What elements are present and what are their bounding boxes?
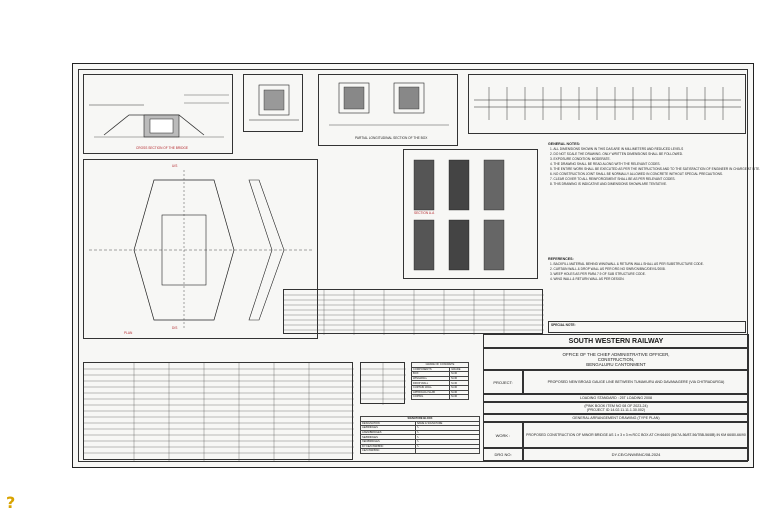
project-label: PROJECT:	[483, 370, 523, 394]
plan-caption: PLAN	[124, 331, 133, 335]
plan-panel: U/S D/S PLAN	[83, 159, 318, 339]
cross-section-caption: CROSS SECTION OF THE BRIDGE	[136, 146, 189, 150]
sections-panel: SECTION A-A	[403, 149, 538, 279]
us-label: U/S	[172, 164, 178, 168]
drawing-border	[78, 69, 748, 462]
references: REFERENCES: 1. BACKFILL MATERIAL BEHIND …	[548, 257, 748, 297]
detail-drawing-1	[249, 84, 299, 121]
work-label: WORK :	[483, 422, 523, 448]
work-text: PROPOSED CONSTRUCTION OF MINOR BRIDGE AS…	[523, 422, 749, 448]
office-line-2: CONSTRUCTION,	[597, 356, 635, 362]
note-1: 1. ALL DIMENSIONS SHOWN IN THIS DAS ARE …	[550, 147, 684, 151]
drawing-sheet: CROSS SECTION OF THE BRIDGE PARTIAL LONG…	[72, 63, 760, 468]
grade-cell: M-30	[449, 394, 469, 400]
levels-table	[83, 362, 354, 461]
cross-section-drawing	[89, 94, 229, 138]
office-line-3: BENGALURU CANTONMENT	[586, 361, 646, 367]
reference-1: 1. BACKFILL MATERIAL BEHIND WINGWALL & R…	[550, 262, 704, 266]
plan-drawing	[89, 170, 314, 330]
cross-section-panel: CROSS SECTION OF THE BRIDGE	[83, 74, 233, 154]
office-title: OFFICE OF THE CHIEF ADMINISTRATIVE OFFIC…	[483, 348, 749, 370]
pink-book: (PINK BOOK ITEM NO 08 OF 2023-24) (PROJE…	[483, 402, 749, 414]
detail-panel-2: PARTIAL LONGITUDINAL SECTION OF THE BOX	[318, 74, 458, 146]
special-note-box: SPECIAL NOTE:	[548, 321, 746, 333]
signature-mark	[414, 448, 481, 454]
note-3: 3. EXPOSURE CONDITION: MODERATE.	[550, 157, 611, 161]
general-notes-heading: GENERAL NOTES:	[548, 142, 581, 146]
drg-label: DRG NO:	[483, 448, 523, 461]
quantity-table-grid	[284, 290, 544, 335]
reinforcement-drawing	[474, 87, 741, 120]
ds-label: D/S	[172, 326, 178, 330]
quantity-table	[283, 289, 544, 335]
note-7: 7. CLEAR COVER TO ALL REINFORCEMENT SHAL…	[550, 177, 676, 181]
project-text: PROPOSED NEW BROAD GAUGE LINE BETWEEN TU…	[523, 370, 749, 394]
reference-4: 4. WING WALL & RETURN WALL AS PER DESIGN…	[550, 277, 625, 281]
levels-table-grid	[84, 363, 354, 461]
railway-title: SOUTH WESTERN RAILWAY	[483, 334, 749, 348]
office-line-1: OFFICE OF THE CHIEF ADMINISTRATIVE OFFIC…	[562, 351, 670, 357]
signature-row: CE/C/NW/BNC	[360, 448, 416, 454]
sections-drawing	[413, 159, 505, 271]
reference-3: 3. WEEP HOLES AS PER PARA 7.9 OF SUB STR…	[550, 272, 646, 276]
references-heading: REFERENCES:	[548, 257, 574, 261]
title-block: SOUTH WESTERN RAILWAY OFFICE OF THE CHIE…	[483, 334, 749, 464]
detail-drawing-2	[329, 82, 449, 126]
note-6: 6. NO CONSTRUCTION JOINT SHALL BE NORMAL…	[550, 172, 723, 176]
part-section-caption: PARTIAL LONGITUDINAL SECTION OF THE BOX	[355, 136, 428, 140]
reinforcement-panel	[468, 74, 746, 134]
note-2: 2. DO NOT SCALE THE DRAWING. ONLY WRITTE…	[550, 152, 683, 156]
grade-cell: COPING	[410, 394, 451, 400]
note-4: 4. THE DRAWING SHALL BE READ ALONG WITH …	[550, 162, 661, 166]
pink-book-sub: (PROJECT ID 14.02.11.11.1.30.002)	[586, 408, 646, 412]
help-icon[interactable]: ?	[6, 493, 16, 512]
small-table	[360, 362, 406, 405]
small-table-grid	[361, 363, 406, 405]
note-8: 8. THIS DRAWING IS INDICATIVE AND DIMENS…	[550, 182, 668, 186]
reference-2: 2. CURTAIN WALL & DROP WALL AS PER DRG N…	[550, 267, 666, 271]
note-5: 5. THE ENTIRE WORK SHALL BE EXECUTED AS …	[550, 167, 761, 171]
general-arrangement: GENERAL ARRANGEMENT DRAWING (TYPE PLAN)	[483, 414, 749, 422]
detail-panel-1	[243, 74, 303, 132]
general-notes: GENERAL NOTES: 1. ALL DIMENSIONS SHOWN I…	[548, 142, 760, 257]
section-aa-caption: SECTION A-A	[414, 211, 435, 215]
pink-book-line: (PINK BOOK ITEM NO 08 OF 2023-24)	[584, 404, 648, 408]
special-note-heading: SPECIAL NOTE:	[551, 323, 576, 327]
loading-standard: LOADING STANDARD : 25T LOADING 2008	[483, 394, 749, 402]
drg-number: DY.CE/C/NW/BNC/08-2024	[523, 448, 749, 461]
